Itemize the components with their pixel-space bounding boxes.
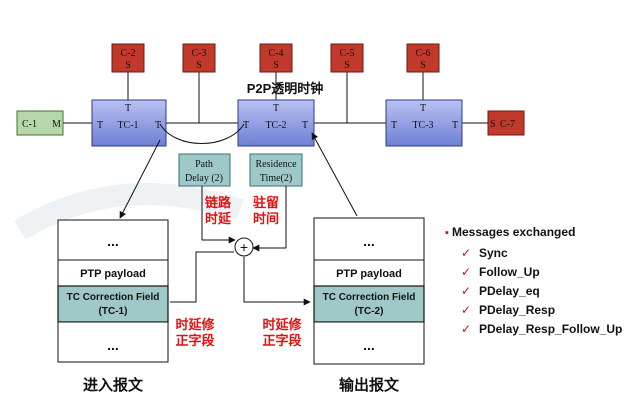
check-icon: ✓ [461,322,471,336]
incoming-packet-caption: 进入报文 [83,376,144,394]
message-item: PDelay_eq [479,284,540,298]
packet-dots-bottom: ... [363,337,375,353]
residence-text-1: Residence [255,159,297,170]
clock-id: C-1 [22,119,37,130]
path-delay-box: Path Delay (2) [178,153,231,187]
label-corr-left-1: 时延修 [175,317,215,333]
tc-port-top: T [125,103,131,114]
correction-field-label: TC Correction Field [67,292,160,303]
clock-c5: C-5 S [330,43,364,73]
clock-port: S [196,60,202,71]
tc1-field-to-sum [170,251,234,303]
residence-text-2: Time(2) [260,173,292,184]
messages-title: Messages exchanged [452,225,575,239]
label-link-delay-2: 时延 [205,211,232,227]
message-item: PDelay_Resp_Follow_Up [479,322,622,336]
label-corr-left-2: 正字段 [175,333,214,349]
correction-field-tc: (TC-2) [355,306,384,317]
clock-port: S [273,60,279,71]
tc-name: TC-1 [117,120,138,131]
check-icon: ✓ [461,284,471,298]
label-corr-right-2: 正字段 [262,333,301,349]
packet-payload: PTP payload [336,268,402,280]
clock-port: S [420,60,426,71]
tc-port-top: T [420,103,426,114]
clock-c3: C-3 S [182,43,216,73]
clock-id: C-3 [192,48,207,59]
residence-to-sum [252,186,287,252]
tc-2-box: T T TC-2 T [237,99,315,147]
tc-name: TC-2 [265,120,286,131]
plus-sign: + [240,239,248,255]
clock-c2: C-2 S [111,43,145,73]
tc-port-top: T [273,103,279,114]
label-residence-2: 时间 [253,211,279,227]
outgoing-packet: ... PTP payload TC Correction Field (TC-… [313,217,425,365]
tc-port-right: T [452,120,458,131]
outgoing-packet-caption: 输出报文 [339,376,400,394]
incoming-packet: ... PTP payload TC Correction Field (TC-… [57,219,169,363]
tc-port-right: T [302,120,308,131]
bullet-icon: ▪ [445,227,449,239]
clock-id: C-5 [340,48,355,59]
clock-port: S [125,60,131,71]
sum-to-tc2-field [243,257,311,306]
message-item: Sync [479,246,508,260]
clock-c6: C-6 S [406,43,440,73]
residence-time-box: Residence Time(2) [249,153,303,187]
clock-port: S [490,119,496,130]
packet-dots-top: ... [363,233,375,249]
clock-c7: S C-7 [487,110,525,136]
path-delay-to-sum [201,186,236,244]
packet-dots-bottom: ... [107,337,119,353]
check-icon: ✓ [461,246,471,260]
label-link-delay-1: 链路 [204,195,232,211]
path-delay-text-2: Delay (2) [185,173,223,184]
correction-field-tc: (TC-1) [99,306,128,317]
clock-id: C-6 [416,48,431,59]
tc-name: TC-3 [412,120,433,131]
packet-dots-top: ... [107,233,119,249]
correction-field-label: TC Correction Field [323,292,416,303]
tc-port-left: T [243,120,249,131]
diagram-title: P2P透明时钟 [247,81,324,96]
arrow-to-tc2 [311,132,358,217]
clock-port: S [344,60,350,71]
tc-port-right: T [155,120,161,131]
check-icon: ✓ [461,265,471,279]
message-item: PDelay_Resp [479,303,555,317]
background-swoosh [14,183,244,240]
tc-3-box: T T TC-3 T [385,99,463,147]
tc-port-left: T [391,120,397,131]
path-delay-text-1: Path [195,159,213,170]
clock-port: M [52,119,61,130]
clock-id: C-4 [269,48,284,59]
clock-id: C-2 [121,48,136,59]
clock-id: C-7 [500,119,515,130]
label-residence-1: 驻留 [253,195,279,211]
tc-port-left: T [97,120,103,131]
check-icon: ✓ [461,303,471,317]
tc-1-box: T T TC-1 T [91,99,167,147]
arrow-to-incoming [119,139,161,219]
sum-node: + [234,237,254,257]
message-item: Follow_Up [479,265,540,279]
clock-c4: C-4 S [259,43,293,73]
clock-c1: C-1 M [16,110,64,136]
path-delay-arc [159,123,245,144]
label-corr-right-1: 时延修 [262,317,302,333]
packet-payload: PTP payload [80,268,146,280]
messages-list: ▪ Messages exchanged ✓ Sync ✓ Follow_Up … [445,225,622,336]
